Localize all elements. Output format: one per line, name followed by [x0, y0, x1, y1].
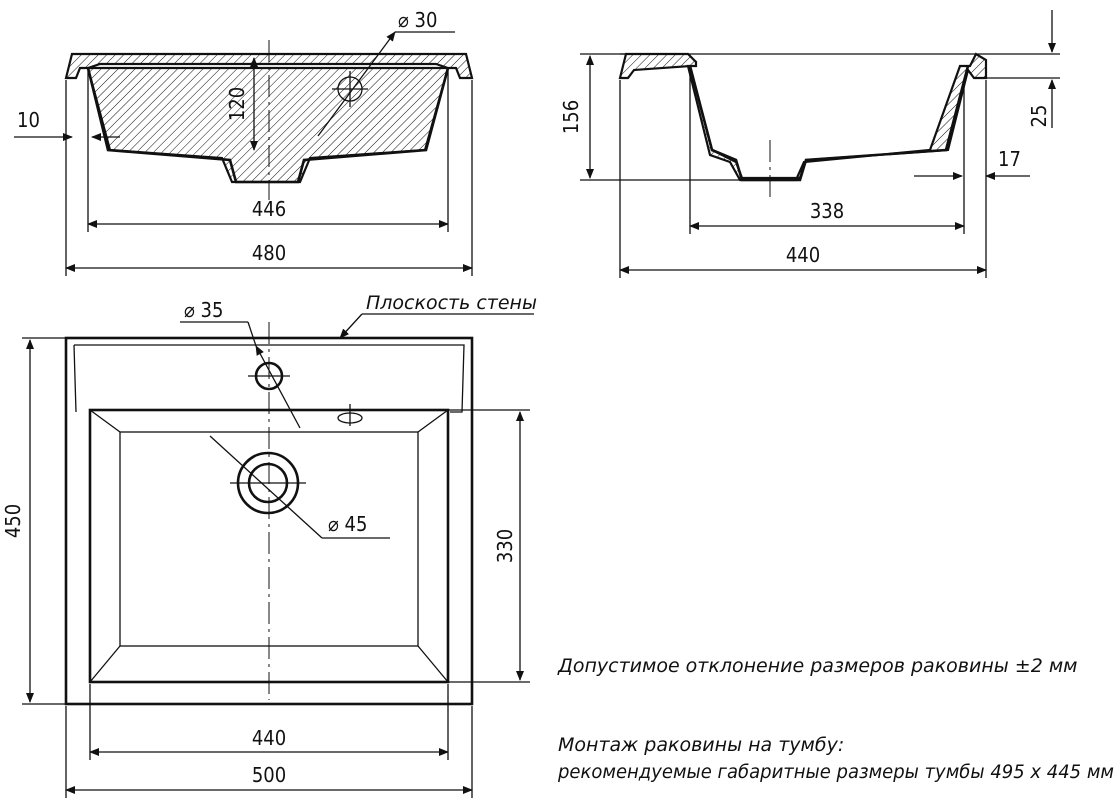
plan-rim-inner-line: [74, 344, 465, 413]
side-rim-label: 25: [1027, 105, 1051, 128]
plan-bevel-tr: [417, 409, 449, 433]
notes-block: Допустимое отклонение размеров раковины …: [557, 655, 1114, 783]
plan-bowl-width-label: 440: [252, 726, 286, 750]
plan-overall-depth-label: 450: [1, 504, 25, 538]
front-overall-width-label: 480: [252, 241, 286, 265]
side-bowl-inner: [688, 65, 970, 182]
plan-view: ⌀ 35 ⌀ 45 Плоскость стены 450 330 440: [1, 292, 537, 798]
front-hole-diameter-label: ⌀ 30: [398, 8, 437, 32]
plan-rim-inner-left: [73, 344, 77, 413]
side-height-label: 156: [559, 100, 583, 134]
front-section-view: ⌀ 30 120 10 446 480: [14, 8, 474, 276]
plan-wall-plane-label: Плоскость стены: [366, 292, 537, 314]
plan-tap-leader: [255, 345, 301, 429]
plan-bowl-depth-label: 330: [493, 529, 517, 563]
plan-drain-leader: [209, 435, 323, 539]
side-section-view: 156 25 17 338 440: [559, 10, 1060, 278]
front-rim-offset-label: 10: [17, 108, 40, 132]
plan-wall-leader: [339, 313, 363, 339]
front-bowl-width-label: 446: [252, 197, 286, 221]
side-bowl-depth-label: 338: [810, 199, 844, 223]
front-hole-leader: [317, 31, 396, 137]
side-section-wall: [618, 52, 988, 182]
mounting-note-title: Монтаж раковины на тумбу:: [558, 734, 844, 756]
front-bowl-inner: [86, 67, 450, 184]
mounting-note-text: рекомендуемые габаритные размеры тумбы 4…: [557, 761, 1114, 783]
plan-tap-leader-b: [247, 321, 257, 347]
plan-drain-diameter-label: ⌀ 45: [328, 512, 367, 536]
side-wall-offset-label: 17: [998, 147, 1021, 171]
side-overall-depth-label: 440: [786, 243, 820, 267]
plan-bevel-br: [417, 645, 449, 683]
plan-bevel-tl: [89, 409, 121, 433]
tolerance-note: Допустимое отклонение размеров раковины …: [557, 655, 1078, 677]
plan-overall-width-label: 500: [252, 763, 286, 787]
plan-tap-diameter-label: ⌀ 35: [184, 298, 223, 322]
front-depth-label: 120: [225, 87, 249, 121]
plan-bevel-bl: [89, 645, 121, 683]
